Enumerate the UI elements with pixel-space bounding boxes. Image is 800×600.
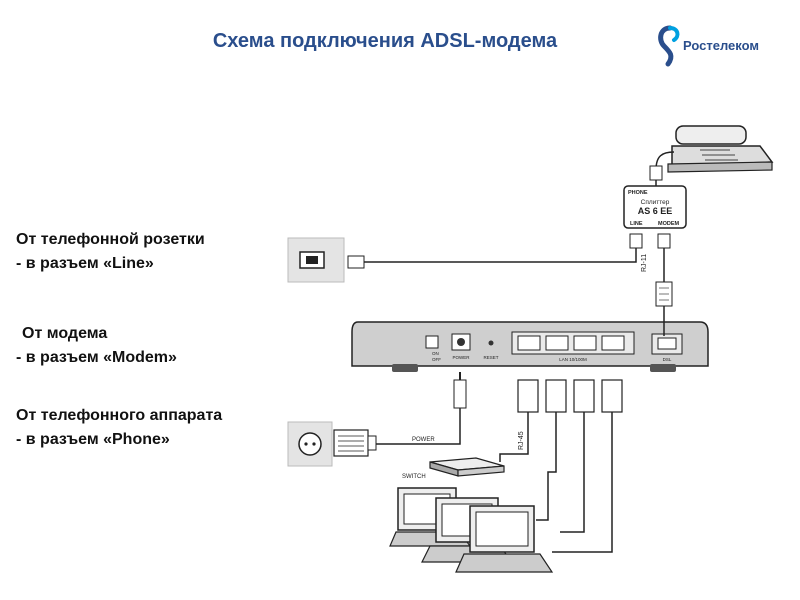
splitter-phone-port-label: PHONE bbox=[628, 190, 648, 196]
network-switch: SWITCH bbox=[402, 457, 505, 480]
power-plug-icon bbox=[453, 379, 467, 409]
line-plug-icon bbox=[347, 255, 365, 269]
lan-label: LAN 10/100M bbox=[559, 357, 587, 362]
label-line-detail: - в разъем «Line» bbox=[16, 255, 154, 272]
splitter-model: AS 6 EE bbox=[638, 206, 673, 216]
splitter-modem-port-label: MODEM bbox=[658, 221, 680, 227]
wall-phone-socket bbox=[287, 237, 345, 283]
label-modem-detail: - в разъем «Modem» bbox=[16, 349, 177, 366]
splitter-line-port-label: LINE bbox=[630, 221, 643, 227]
reset-button bbox=[488, 340, 494, 346]
label-line-title: От телефонной розетки bbox=[16, 231, 205, 248]
adsl-modem: ON OFF POWER RESET LAN 10/100M DSL bbox=[351, 321, 709, 372]
label-phone-title: От телефонного аппарата bbox=[16, 407, 223, 424]
telephone-icon bbox=[667, 125, 774, 173]
switch-off-label: OFF bbox=[432, 357, 441, 362]
label-phone-connection: От телефонного аппарата - в разъем «Phon… bbox=[16, 404, 222, 452]
dsl-port-label: DSL bbox=[663, 357, 672, 362]
label-phone-detail: - в разъем «Phone» bbox=[16, 431, 170, 448]
power-adapter-icon bbox=[333, 429, 377, 457]
brand-name: Ростелеком bbox=[683, 38, 759, 53]
switch-label: SWITCH bbox=[402, 474, 426, 480]
computer-icon bbox=[455, 505, 554, 573]
label-line-connection: От телефонной розетки - в разъем «Line» bbox=[16, 228, 205, 276]
splitter-name: Сплиттер bbox=[641, 199, 670, 206]
brand-logo: Ростелеком bbox=[656, 22, 776, 68]
splitter-line-plug-icon bbox=[629, 233, 643, 249]
label-modem-connection: От модема - в разъем «Modem» bbox=[16, 322, 177, 370]
switch-on-label: ON bbox=[432, 351, 439, 356]
rj11-label: RJ-11 bbox=[641, 254, 648, 272]
power-switch bbox=[425, 335, 439, 349]
label-modem-title: От модема bbox=[22, 325, 108, 342]
splitter-modem-plug-icon bbox=[657, 233, 671, 249]
power-socket-icon bbox=[287, 421, 333, 467]
power-cable-label: POWER bbox=[412, 437, 435, 443]
rj45-plug-icons bbox=[517, 379, 623, 413]
rj45-label: RJ-45 bbox=[518, 431, 525, 450]
phone-plug-icon bbox=[649, 165, 663, 181]
rostelecom-logo-icon bbox=[658, 25, 680, 67]
power-port-label: POWER bbox=[452, 355, 470, 360]
reset-label: RESET bbox=[483, 355, 498, 360]
page-title: Схема подключения ADSL-модема bbox=[212, 30, 558, 52]
splitter: PHONE Сплиттер AS 6 EE LINE MODEM bbox=[623, 185, 687, 229]
lan-cables bbox=[499, 412, 613, 553]
